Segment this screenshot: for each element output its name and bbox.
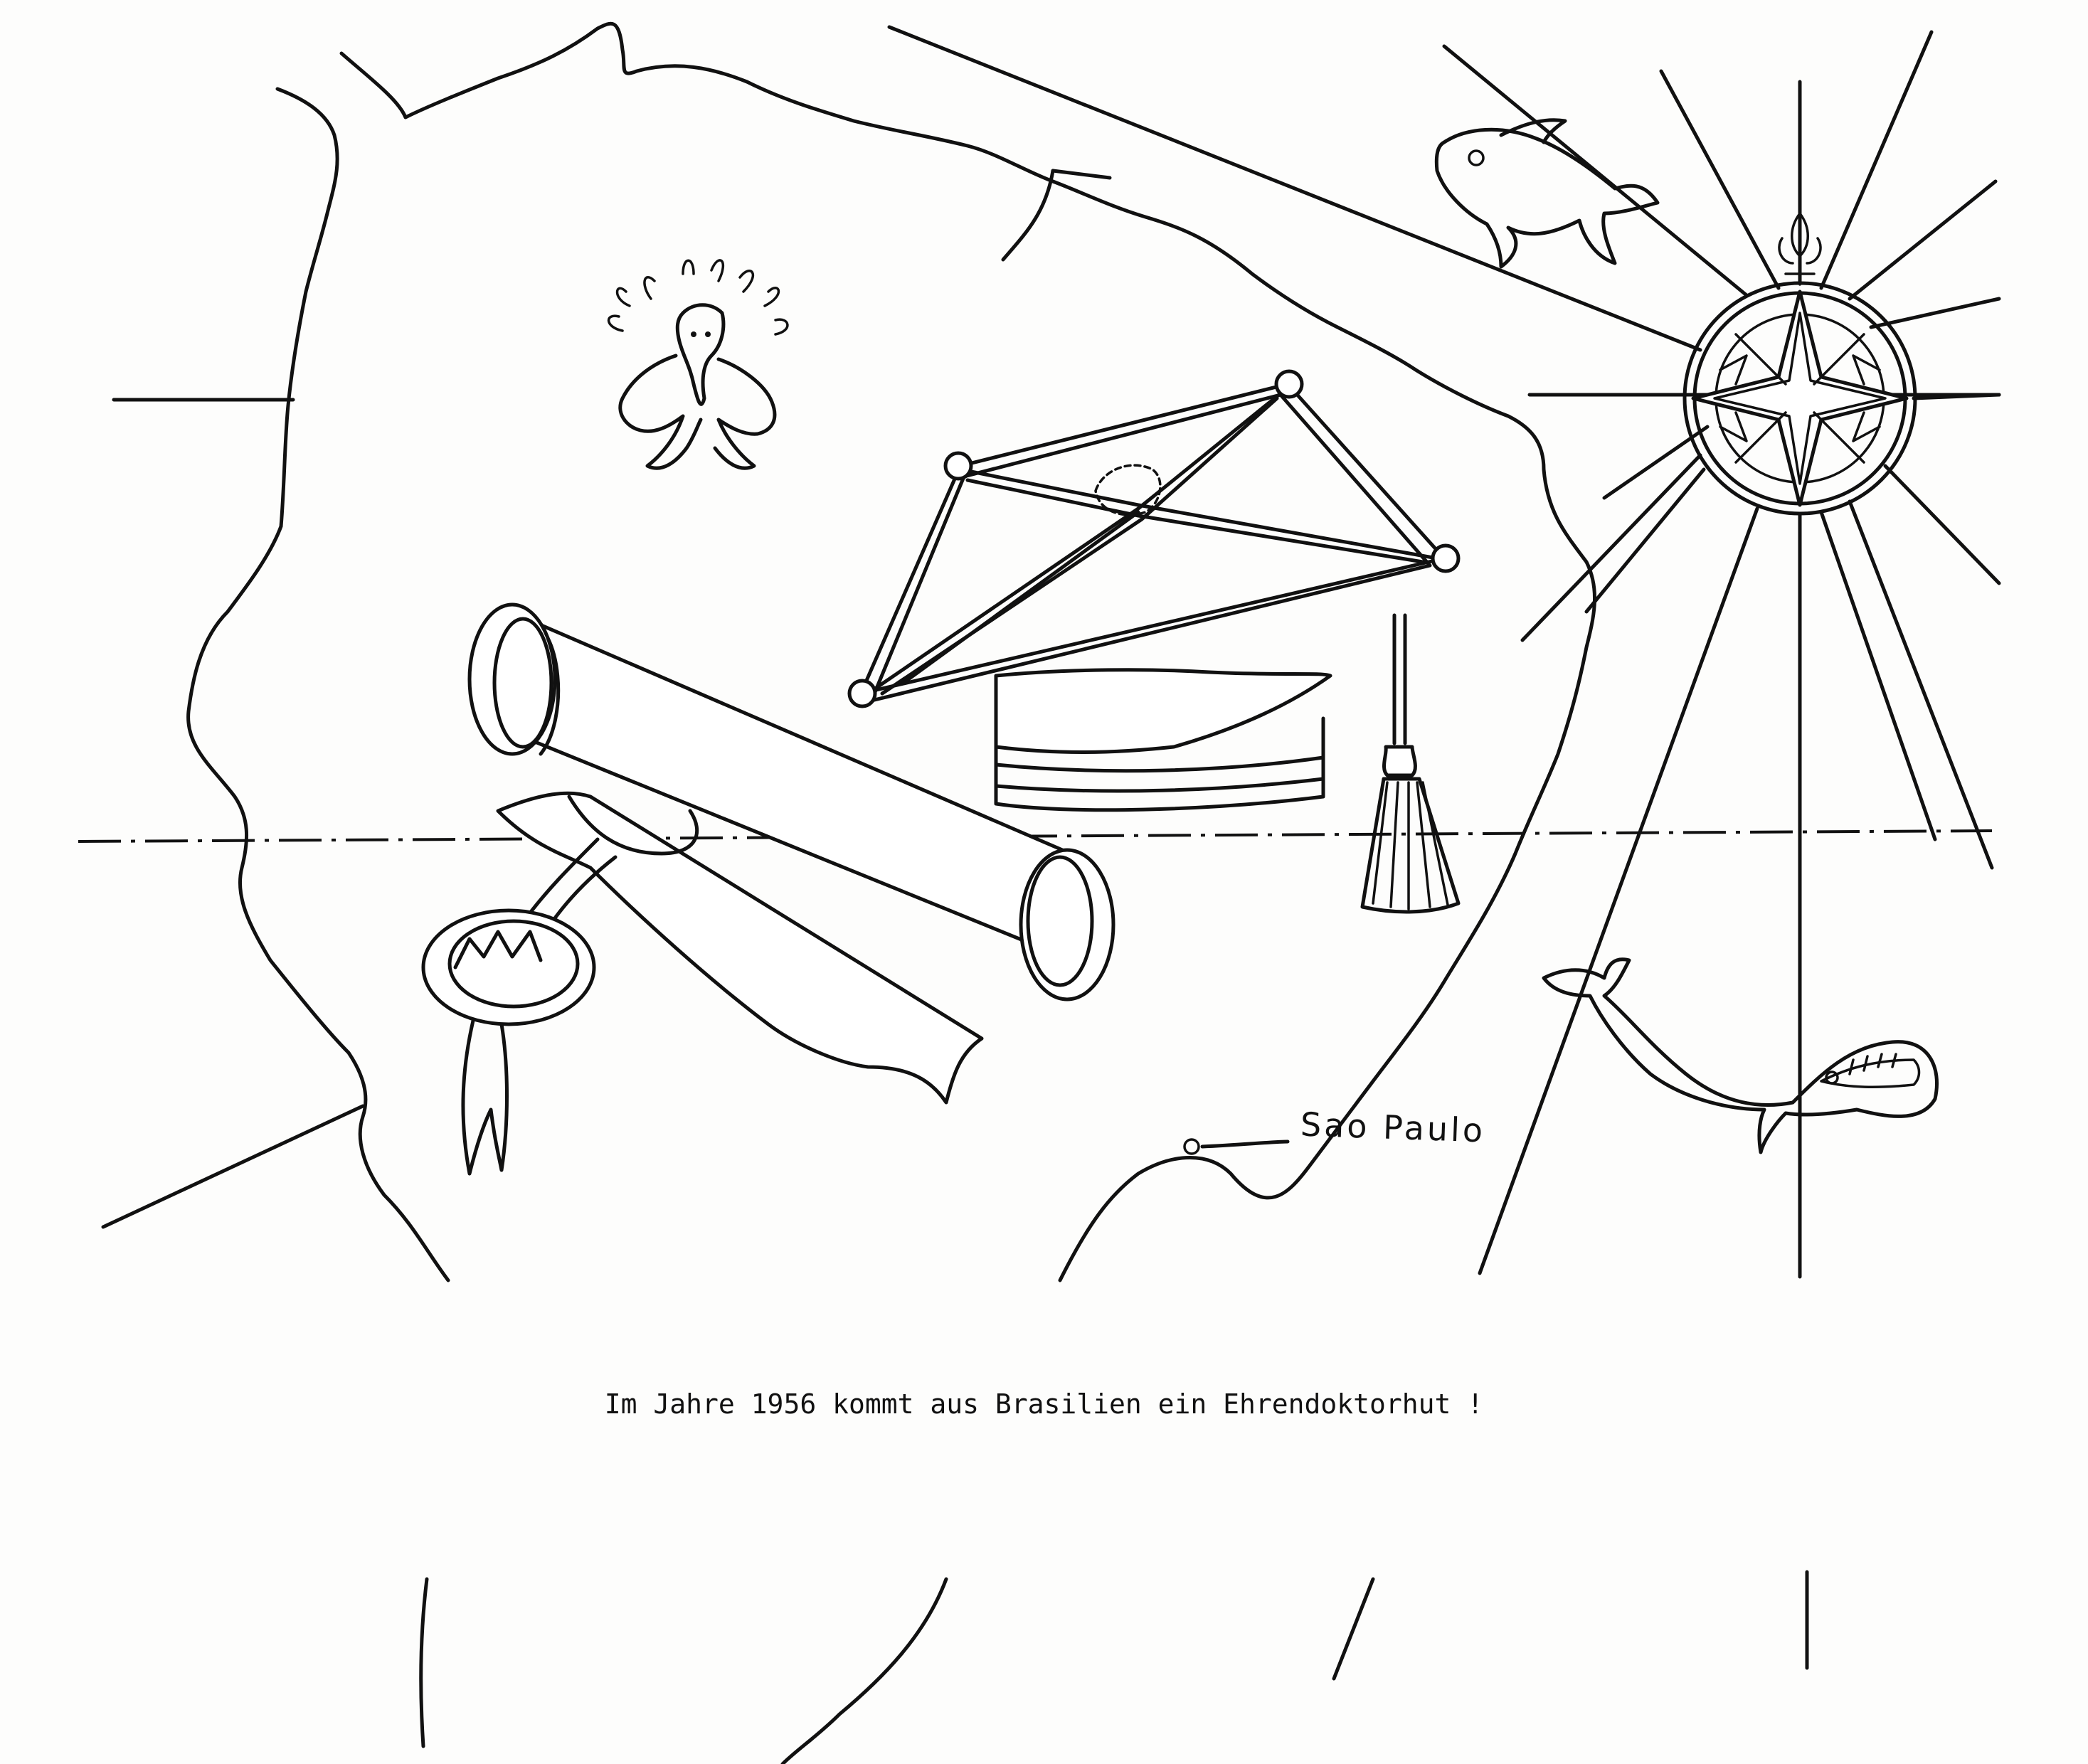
caption-text: Im Jahre 1956 kommt aus Brasilien ein Eh… xyxy=(604,1388,1484,1420)
doctoral-hat xyxy=(847,369,1461,914)
fish xyxy=(1434,118,1660,269)
brazil-map-outline xyxy=(186,21,1597,1282)
map-grid-lines xyxy=(78,25,2001,1229)
diploma-scroll xyxy=(467,602,1115,1105)
wax-seal xyxy=(421,837,618,1176)
bottom-map-strokes xyxy=(419,1570,1809,1764)
sao-paulo-marker xyxy=(1183,1138,1290,1155)
city-label-sao-paulo: Sao Paulo xyxy=(1300,1105,1486,1150)
compass-rose xyxy=(1442,30,2001,1279)
whale xyxy=(1542,957,1939,1154)
native-figure xyxy=(607,259,789,470)
